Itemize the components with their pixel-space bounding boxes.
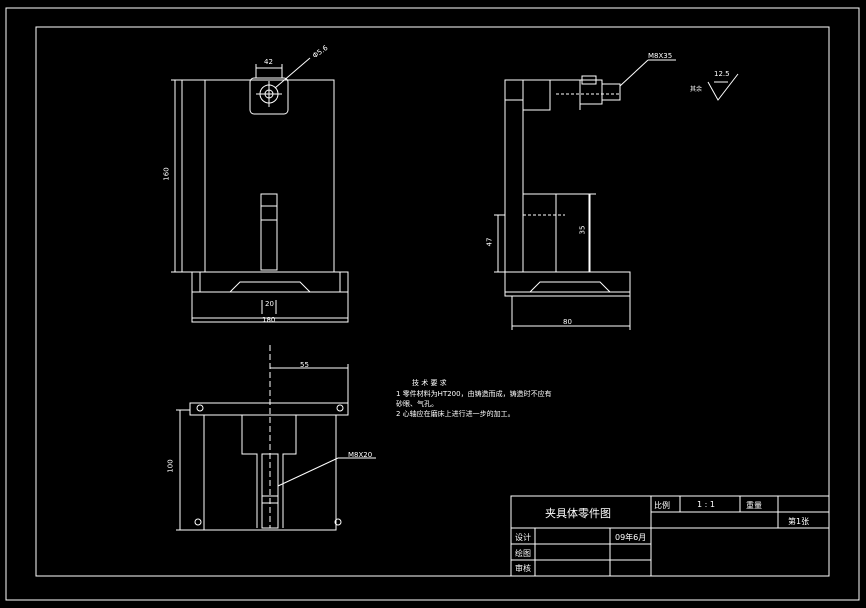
drawing-frame (35, 26, 830, 577)
front-view (171, 57, 349, 323)
front-height-dimension: 160 (162, 167, 171, 181)
top-offset-dimension: 55 (300, 361, 309, 369)
side-thread-label: M8X35 (648, 52, 673, 60)
roughness-value: 12.5 (714, 70, 730, 78)
drawing-label: 绘图 (515, 549, 531, 558)
design-label: 设计 (515, 533, 531, 542)
sheet-outer-border (5, 7, 860, 601)
top-length-dimension: 100 (166, 459, 175, 473)
review-label: 审核 (515, 564, 531, 573)
side-view (494, 59, 676, 330)
side-base-width-dimension: 80 (563, 318, 572, 326)
front-base-width-dimension: 180 (262, 316, 276, 324)
front-top-width-dimension: 42 (264, 58, 273, 66)
surface-roughness-symbol (707, 73, 739, 101)
scale-label: 比例 (654, 501, 670, 510)
part-name: 夹具体零件图 (545, 507, 611, 520)
tech-req-heading: 技 术 要 求 (412, 379, 447, 387)
scale-value: 1 : 1 (697, 500, 715, 509)
top-thread-label: M8X20 (348, 451, 373, 459)
side-height1-dimension: 47 (485, 237, 494, 247)
design-date: 09年6月 (615, 533, 647, 542)
tech-req-line1: 1 零件材料为HT200，由铸造而成，铸造时不应有 (396, 390, 552, 398)
top-view (176, 345, 376, 531)
title-block (510, 495, 830, 577)
weight-label: 重量 (746, 501, 762, 510)
front-slot-dimension: 20 (265, 300, 274, 308)
sheet-label: 第1张 (788, 517, 810, 526)
roughness-note: 其余 (690, 86, 703, 93)
side-height2-dimension: 35 (578, 225, 587, 235)
tech-req-line3: 2 心轴应在磨床上进行进一步的加工。 (396, 410, 515, 418)
tech-req-line2: 砂眼、气孔。 (396, 400, 438, 408)
